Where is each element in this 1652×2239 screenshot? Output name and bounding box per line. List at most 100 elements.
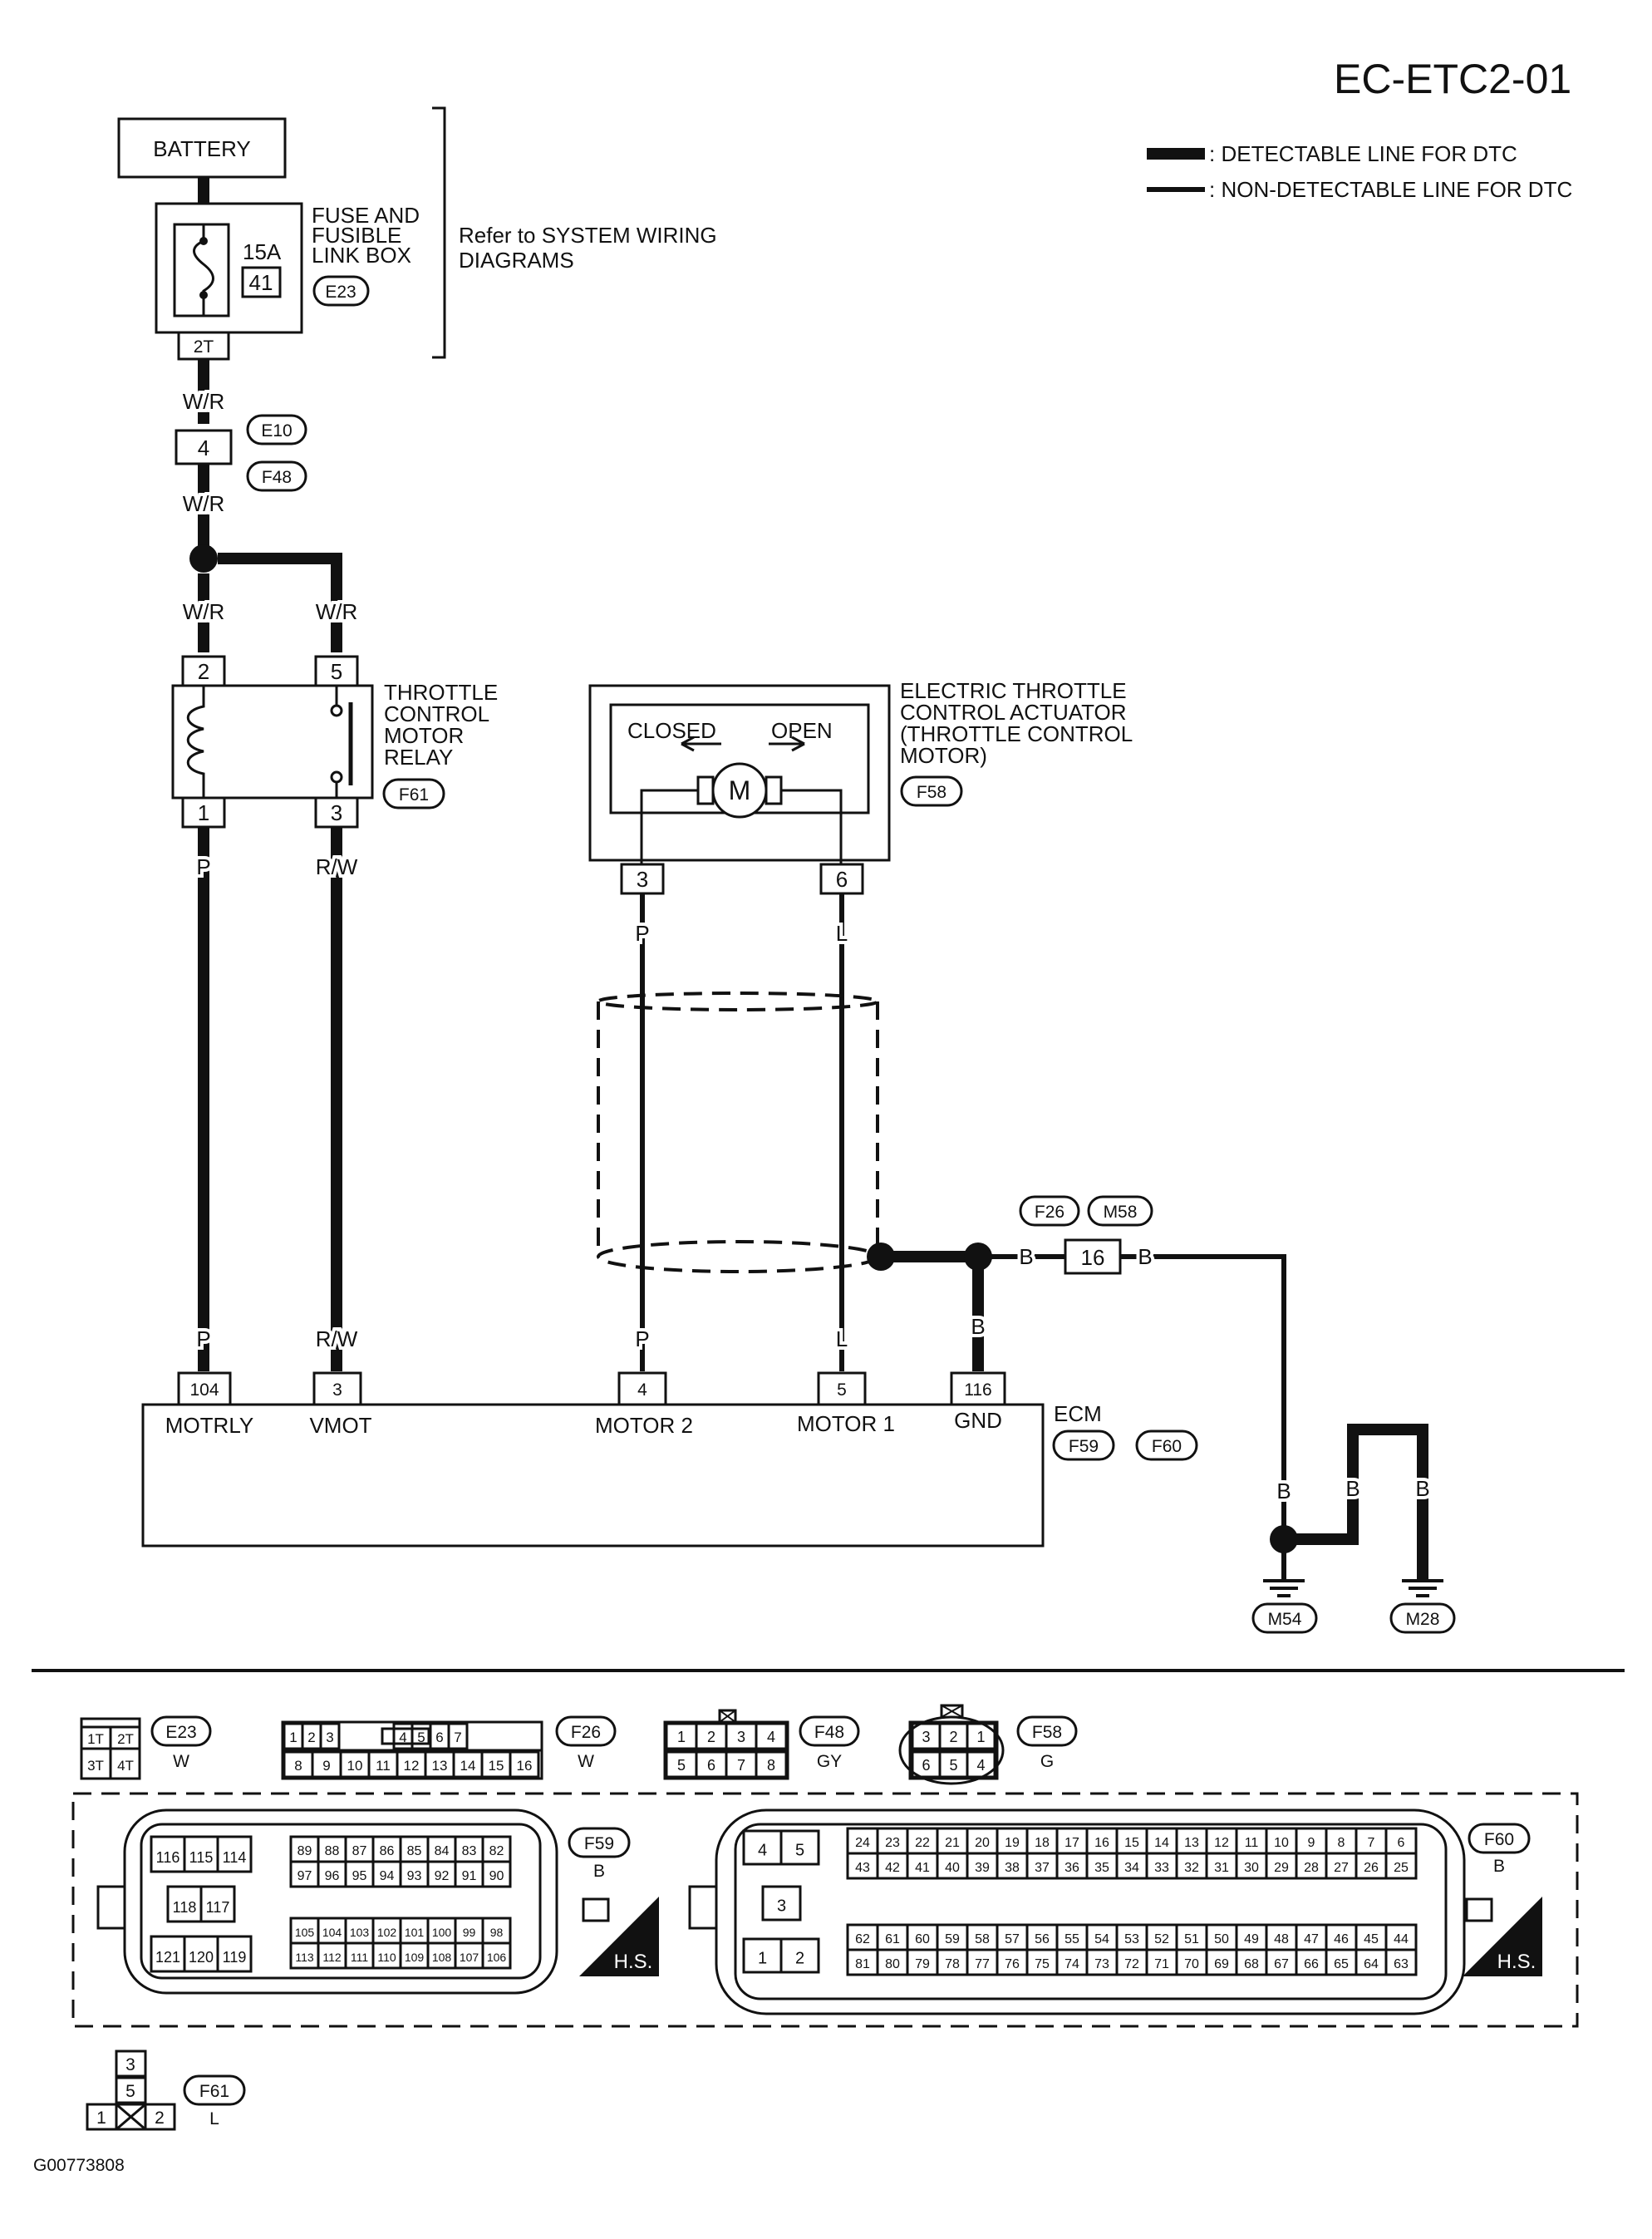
pin-label: 89 — [297, 1844, 312, 1858]
pin-label: 84 — [435, 1844, 450, 1858]
pin-cell — [966, 1722, 996, 1750]
pin-label: 3 — [922, 1729, 930, 1745]
svg-text:F61: F61 — [199, 2082, 229, 2101]
svg-text:VMOT: VMOT — [309, 1413, 371, 1438]
pin-label: 75 — [1035, 1957, 1050, 1971]
svg-text:16: 16 — [1081, 1245, 1105, 1270]
pin-label: 66 — [1304, 1957, 1319, 1971]
pin-label: 109 — [405, 1951, 425, 1964]
pin-label: 37 — [1035, 1861, 1050, 1875]
pin-label: 6 — [1398, 1836, 1405, 1850]
pin-label: 5 — [949, 1757, 957, 1774]
pin-label: 14 — [1154, 1836, 1169, 1850]
pin-label: 8 — [1338, 1836, 1345, 1850]
pin-label: 23 — [885, 1836, 900, 1850]
svg-text:H.S.: H.S. — [614, 1951, 653, 1973]
motor-symbol: M — [729, 775, 751, 805]
pin-label: 78 — [945, 1957, 960, 1971]
pin-label: 10 — [347, 1758, 363, 1774]
fuse-box-title-1: FUSE AND — [312, 203, 420, 228]
pin-cell — [199, 1885, 236, 1923]
pin-label: 115 — [189, 1849, 214, 1866]
relay-title-3: MOTOR — [384, 723, 464, 748]
ecm-box — [141, 1403, 1045, 1548]
pin-label: 11 — [376, 1758, 391, 1774]
pin-label: 52 — [1154, 1932, 1169, 1946]
pin-label: 1 — [289, 1730, 297, 1745]
svg-text:F48: F48 — [262, 468, 292, 487]
pin-label: 19 — [1005, 1836, 1020, 1850]
ecm-pin-5: 5 MOTOR 1 — [797, 1371, 895, 1436]
junction-dot-wr — [189, 544, 218, 573]
pin-label: 43 — [855, 1861, 870, 1875]
relay-title-2: CONTROL — [384, 701, 489, 726]
svg-text:2T: 2T — [117, 1731, 134, 1747]
pin-label: 46 — [1334, 1932, 1349, 1946]
connector-tag-f48: F48 — [246, 460, 307, 492]
svg-text:E23: E23 — [165, 1723, 196, 1742]
pin-label: 100 — [432, 1926, 452, 1939]
svg-text:3: 3 — [332, 1380, 342, 1400]
pin-cell — [216, 1935, 253, 1973]
pin-cell — [481, 1860, 512, 1888]
ecm-pin-116: 116 GND — [950, 1371, 1006, 1433]
pin-label: 45 — [1364, 1932, 1379, 1946]
legend-detectable-text: : DETECTABLE LINE FOR DTC — [1209, 141, 1517, 166]
pin-label: 63 — [1394, 1957, 1409, 1971]
connector-view-f61: 3 5 1 2 F61 L — [86, 2050, 246, 2131]
svg-text:F48: F48 — [814, 1723, 844, 1742]
svg-text:5: 5 — [331, 659, 342, 684]
pin-label: 71 — [1154, 1957, 1169, 1971]
pin-cell — [779, 1937, 820, 1974]
pin-label: 6 — [922, 1757, 930, 1774]
svg-text:M28: M28 — [1406, 1610, 1440, 1629]
svg-text:F59: F59 — [584, 1834, 614, 1853]
page-code: EC-ETC2-01 — [1334, 56, 1571, 102]
pin-label: 15 — [1124, 1836, 1139, 1850]
pin-label: 13 — [1184, 1836, 1199, 1850]
pin-label: 90 — [489, 1869, 504, 1883]
svg-text:4: 4 — [637, 1380, 647, 1400]
pin-label: 73 — [1094, 1957, 1109, 1971]
pin-cell — [481, 1941, 512, 1970]
fuse-terminal-bottom — [199, 291, 208, 299]
pin-label: 74 — [1064, 1957, 1079, 1971]
pin-label: 8 — [767, 1757, 775, 1774]
pin-label: 5 — [417, 1730, 425, 1745]
svg-text:F58: F58 — [917, 783, 946, 802]
connector-tag-f60: F60 — [1135, 1430, 1198, 1461]
wire-color-p-1: P — [196, 854, 210, 879]
pin-label: 113 — [295, 1951, 314, 1964]
actuator-title-1: ELECTRIC THROTTLE — [900, 678, 1127, 703]
wire-color-wr-4: W/R — [316, 599, 358, 624]
pin-label: 31 — [1214, 1861, 1229, 1875]
svg-text:4T: 4T — [117, 1758, 134, 1774]
pin-label: 15 — [489, 1758, 504, 1774]
pin-label: 58 — [975, 1932, 990, 1946]
svg-text:1: 1 — [96, 2109, 106, 2128]
svg-text:3: 3 — [125, 2055, 135, 2074]
svg-text:W: W — [173, 1752, 189, 1771]
pin-label: 36 — [1064, 1861, 1079, 1875]
pin-label: 2 — [707, 1729, 715, 1745]
svg-text:B: B — [1493, 1857, 1505, 1876]
pin-label: 7 — [454, 1730, 461, 1745]
svg-text:6: 6 — [836, 867, 848, 892]
actuator-title-4: MOTOR) — [900, 743, 987, 768]
pin-label: 20 — [975, 1836, 990, 1850]
pin-label: 41 — [915, 1861, 930, 1875]
pin-label: 119 — [223, 1949, 247, 1966]
svg-text:F58: F58 — [1032, 1723, 1062, 1742]
svg-text:GY: GY — [817, 1752, 842, 1771]
pin-label: 48 — [1274, 1932, 1289, 1946]
relay-pin-2: 2 — [181, 655, 226, 687]
pin-label: 12 — [1214, 1836, 1229, 1850]
svg-text:B: B — [593, 1862, 605, 1881]
pin-label: 54 — [1094, 1932, 1109, 1946]
pin-label: 103 — [350, 1926, 370, 1939]
pin-label: 101 — [405, 1926, 425, 1939]
pin-label: 118 — [173, 1899, 197, 1916]
pin-label: 51 — [1184, 1932, 1199, 1946]
pin-label: 87 — [352, 1844, 367, 1858]
